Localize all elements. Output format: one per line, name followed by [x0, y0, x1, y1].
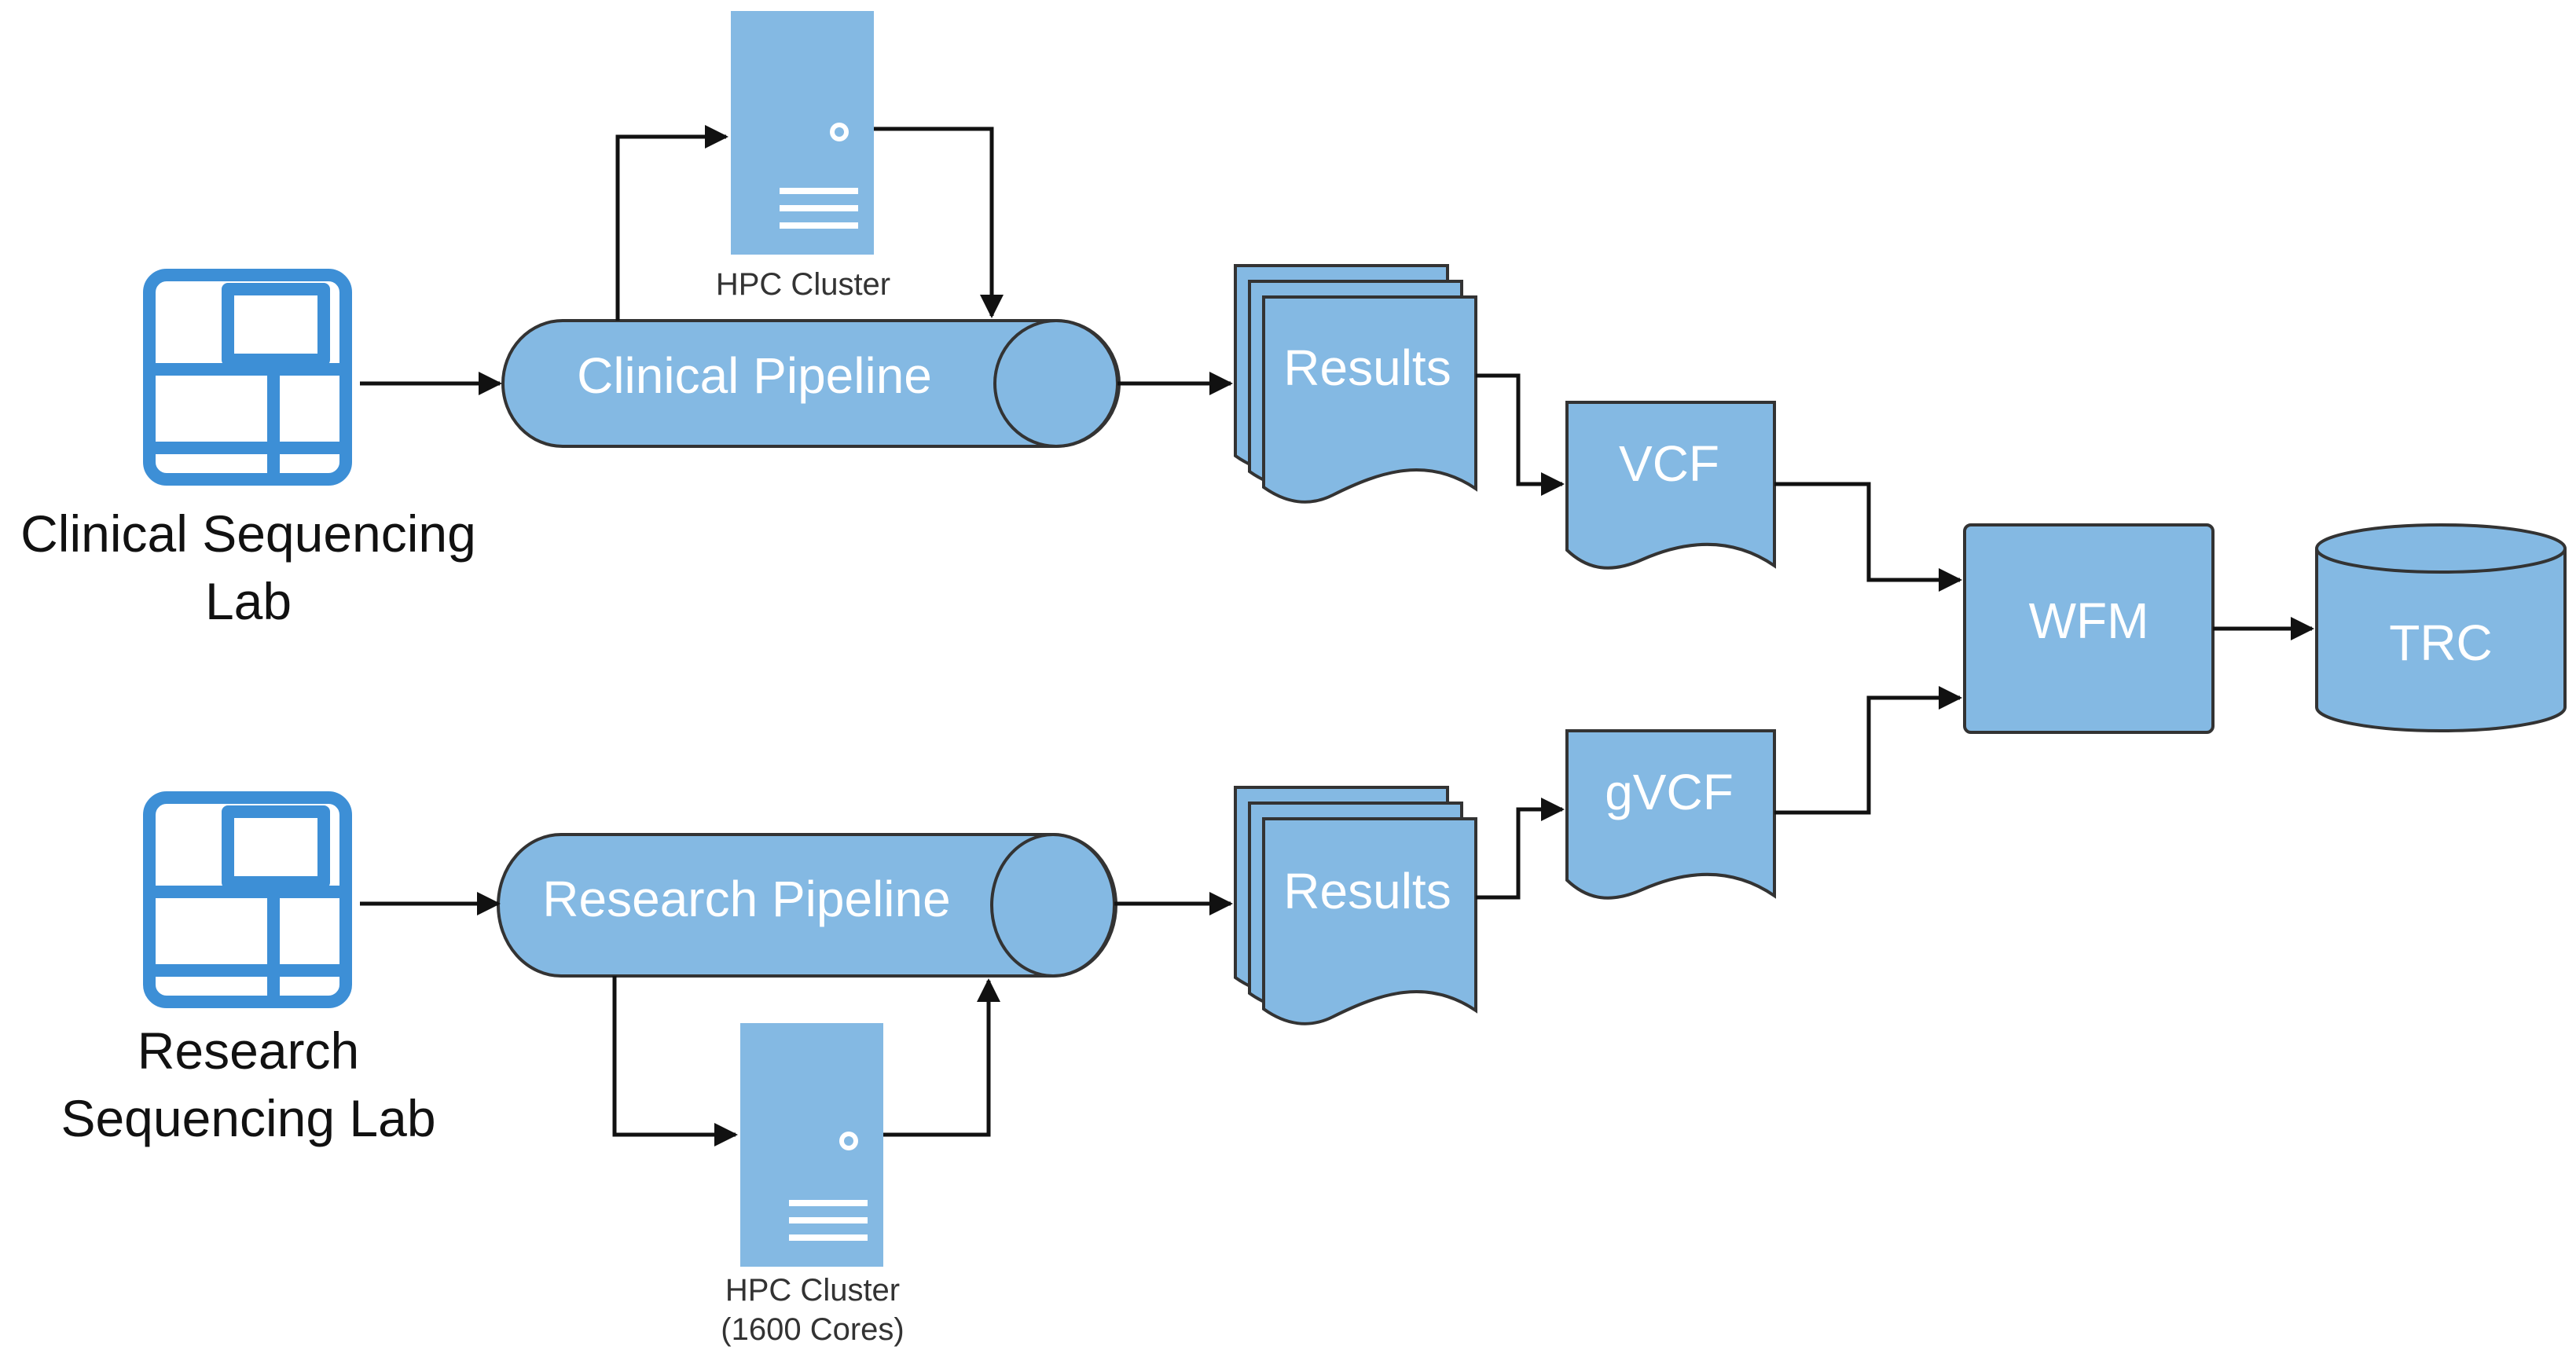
clinical-pipeline: Clinical Pipeline — [501, 319, 1121, 448]
hpc-bottom-label-line1: HPC Cluster — [725, 1273, 900, 1308]
research-pipeline: Research Pipeline — [497, 833, 1117, 978]
clinical-lab-label-line1: Clinical Sequencing — [20, 504, 476, 563]
research-lab-label-line1: Research — [138, 1022, 359, 1080]
results-bottom-document: Results — [1234, 786, 1477, 1025]
arrow-hpc-to-research-pipeline — [883, 978, 1000, 1137]
wfm-box: WFM — [1963, 523, 2215, 734]
server-icon — [731, 11, 874, 255]
trc-database: TRC — [2315, 523, 2567, 732]
clinical-lab-label-line2: Lab — [205, 572, 292, 630]
arrow-hpc-to-clinical-pipeline — [874, 127, 1004, 318]
vcf-document: VCF — [1565, 401, 1776, 570]
vcf-label: VCF — [1619, 435, 1719, 492]
arrow-vcf-to-wfm — [1774, 482, 1962, 592]
arrow-results-to-gvcf — [1476, 798, 1565, 900]
gvcf-label: gVCF — [1605, 764, 1734, 820]
server-icon — [740, 1023, 883, 1267]
results-top-label: Results — [1283, 339, 1451, 396]
arrow-gvcf-to-wfm — [1774, 686, 1962, 815]
arrow-research-pipeline-to-hpc — [612, 976, 738, 1146]
results-bottom-label: Results — [1283, 863, 1451, 919]
clinical-pipeline-label: Clinical Pipeline — [577, 347, 932, 404]
trc-label: TRC — [2389, 614, 2493, 671]
arrow-clinical-pipeline-to-hpc — [615, 125, 728, 321]
sequencer-icon — [143, 791, 352, 1008]
sequencer-icon — [143, 269, 352, 486]
hpc-top-label: HPC Cluster — [716, 267, 890, 302]
gvcf-document: gVCF — [1565, 729, 1776, 900]
research-pipeline-label: Research Pipeline — [542, 871, 950, 927]
arrow-results-to-vcf — [1476, 373, 1565, 496]
research-lab-label-line2: Sequencing Lab — [61, 1089, 435, 1147]
hpc-bottom-label-line2: (1600 Cores) — [721, 1312, 904, 1347]
wfm-label: WFM — [2029, 592, 2149, 649]
results-top-document: Results — [1234, 264, 1477, 504]
